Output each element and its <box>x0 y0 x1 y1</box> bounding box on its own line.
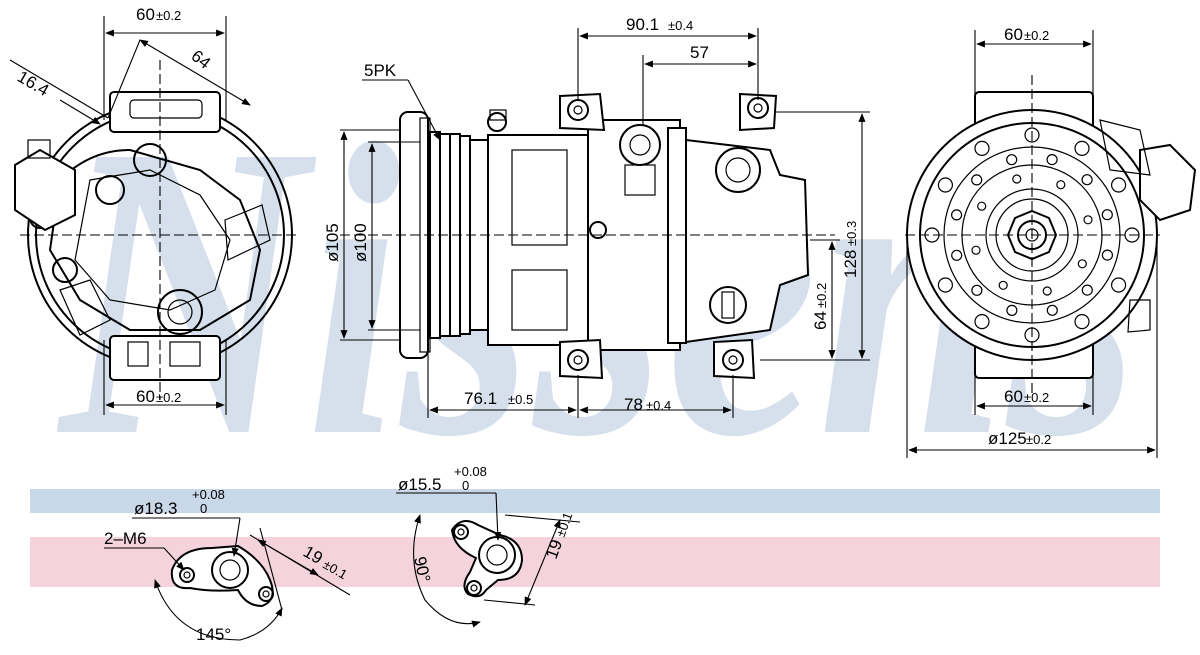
bolt-hole <box>1124 227 1140 243</box>
top-overall-value: 90.1 <box>626 15 659 34</box>
side-compressor-view <box>340 92 835 380</box>
right-bottom-width-tol: ±0.2 <box>1024 390 1049 405</box>
top-overall-tol: ±0.4 <box>668 18 693 33</box>
right-bottom-width-value: 60 <box>1004 387 1023 406</box>
bolt-hole <box>1110 177 1127 193</box>
bottom-left-tol: ±0.5 <box>508 392 533 407</box>
bolt-hole <box>924 227 940 243</box>
bolt-hole <box>1081 284 1093 296</box>
bolt-hole <box>951 249 963 261</box>
left-bottom-width-tol: ±0.2 <box>156 390 181 405</box>
left-angle-a: 16.4 <box>14 67 52 100</box>
left-bottom-width-value: 60 <box>136 387 155 406</box>
bolt-hole <box>1081 174 1093 186</box>
right-top-width-tol: ±0.2 <box>1024 28 1049 43</box>
height-64-tol: ±0.2 <box>814 283 829 308</box>
bolt-hole <box>1074 140 1090 156</box>
port-right-tol-plus: +0.08 <box>454 464 487 479</box>
bolt-hole <box>974 314 990 330</box>
port-right-tol-zero: 0 <box>462 478 469 493</box>
bolt-hole <box>971 245 981 255</box>
bolt-hole <box>1006 154 1018 166</box>
port-left <box>104 517 351 641</box>
bottom-right-tol: ±0.4 <box>646 398 671 413</box>
bolt-hole <box>1110 277 1127 293</box>
bolt-hole <box>1074 314 1090 330</box>
bolt-hole <box>1083 215 1093 225</box>
bolt-hole <box>1042 286 1052 296</box>
port-left-bolt: 2–M6 <box>104 529 147 548</box>
bolt-hole <box>998 280 1008 290</box>
bolt-hole <box>1012 174 1022 184</box>
bolt-holes <box>924 127 1140 343</box>
dia-105: ø105 <box>323 223 342 262</box>
bolt-hole <box>1077 259 1087 269</box>
blue-band <box>30 489 1160 513</box>
bolt-hole <box>1024 327 1040 343</box>
bolt-hole <box>971 284 983 296</box>
right-dimensions <box>906 30 1158 458</box>
port-right-angle: 90° <box>410 555 434 584</box>
bolt-hole <box>1006 304 1018 316</box>
pulley-label: 5PK <box>364 61 397 80</box>
port-left-angle: 145° <box>196 625 231 644</box>
bolt-hole <box>977 201 987 211</box>
side-dimensions <box>340 28 870 418</box>
bolt-hole <box>1056 180 1066 190</box>
bolt-hole <box>1024 127 1040 143</box>
bolt-hole <box>1101 209 1113 221</box>
port-right-dia: ø15.5 <box>398 475 441 494</box>
port-right <box>396 492 581 628</box>
right-diameter-tol: ±0.2 <box>1026 432 1051 447</box>
bottom-left-value: 76.1 <box>464 389 497 408</box>
bolt-hole <box>937 277 954 293</box>
bolt-hole <box>974 140 990 156</box>
port-left-dia: ø18.3 <box>134 499 177 518</box>
bolt-hole <box>950 209 963 221</box>
left-dimensions <box>9 16 251 415</box>
bolt-hole <box>1046 304 1058 316</box>
port-left-tol-plus: +0.08 <box>192 487 225 502</box>
height-64-value: 64 <box>811 311 830 330</box>
bolt-hole <box>1046 154 1058 166</box>
bolt-hole <box>1101 249 1114 261</box>
top-inner: 57 <box>690 43 709 62</box>
left-top-width-value: 60 <box>136 5 155 24</box>
right-diameter-value: ø125 <box>988 429 1027 448</box>
right-top-width-value: 60 <box>1004 25 1023 44</box>
bolt-hole <box>971 174 983 186</box>
dia-100: ø100 <box>351 223 370 262</box>
height-128-tol: ±0.3 <box>844 221 859 246</box>
left-top-width-tol: ±0.2 <box>156 8 181 23</box>
bottom-right-value: 78 <box>624 395 643 414</box>
bolt-hole <box>937 177 954 193</box>
port-left-tol-zero: 0 <box>200 501 207 516</box>
height-128-value: 128 <box>841 250 860 278</box>
right-compressor-view <box>905 75 1197 395</box>
